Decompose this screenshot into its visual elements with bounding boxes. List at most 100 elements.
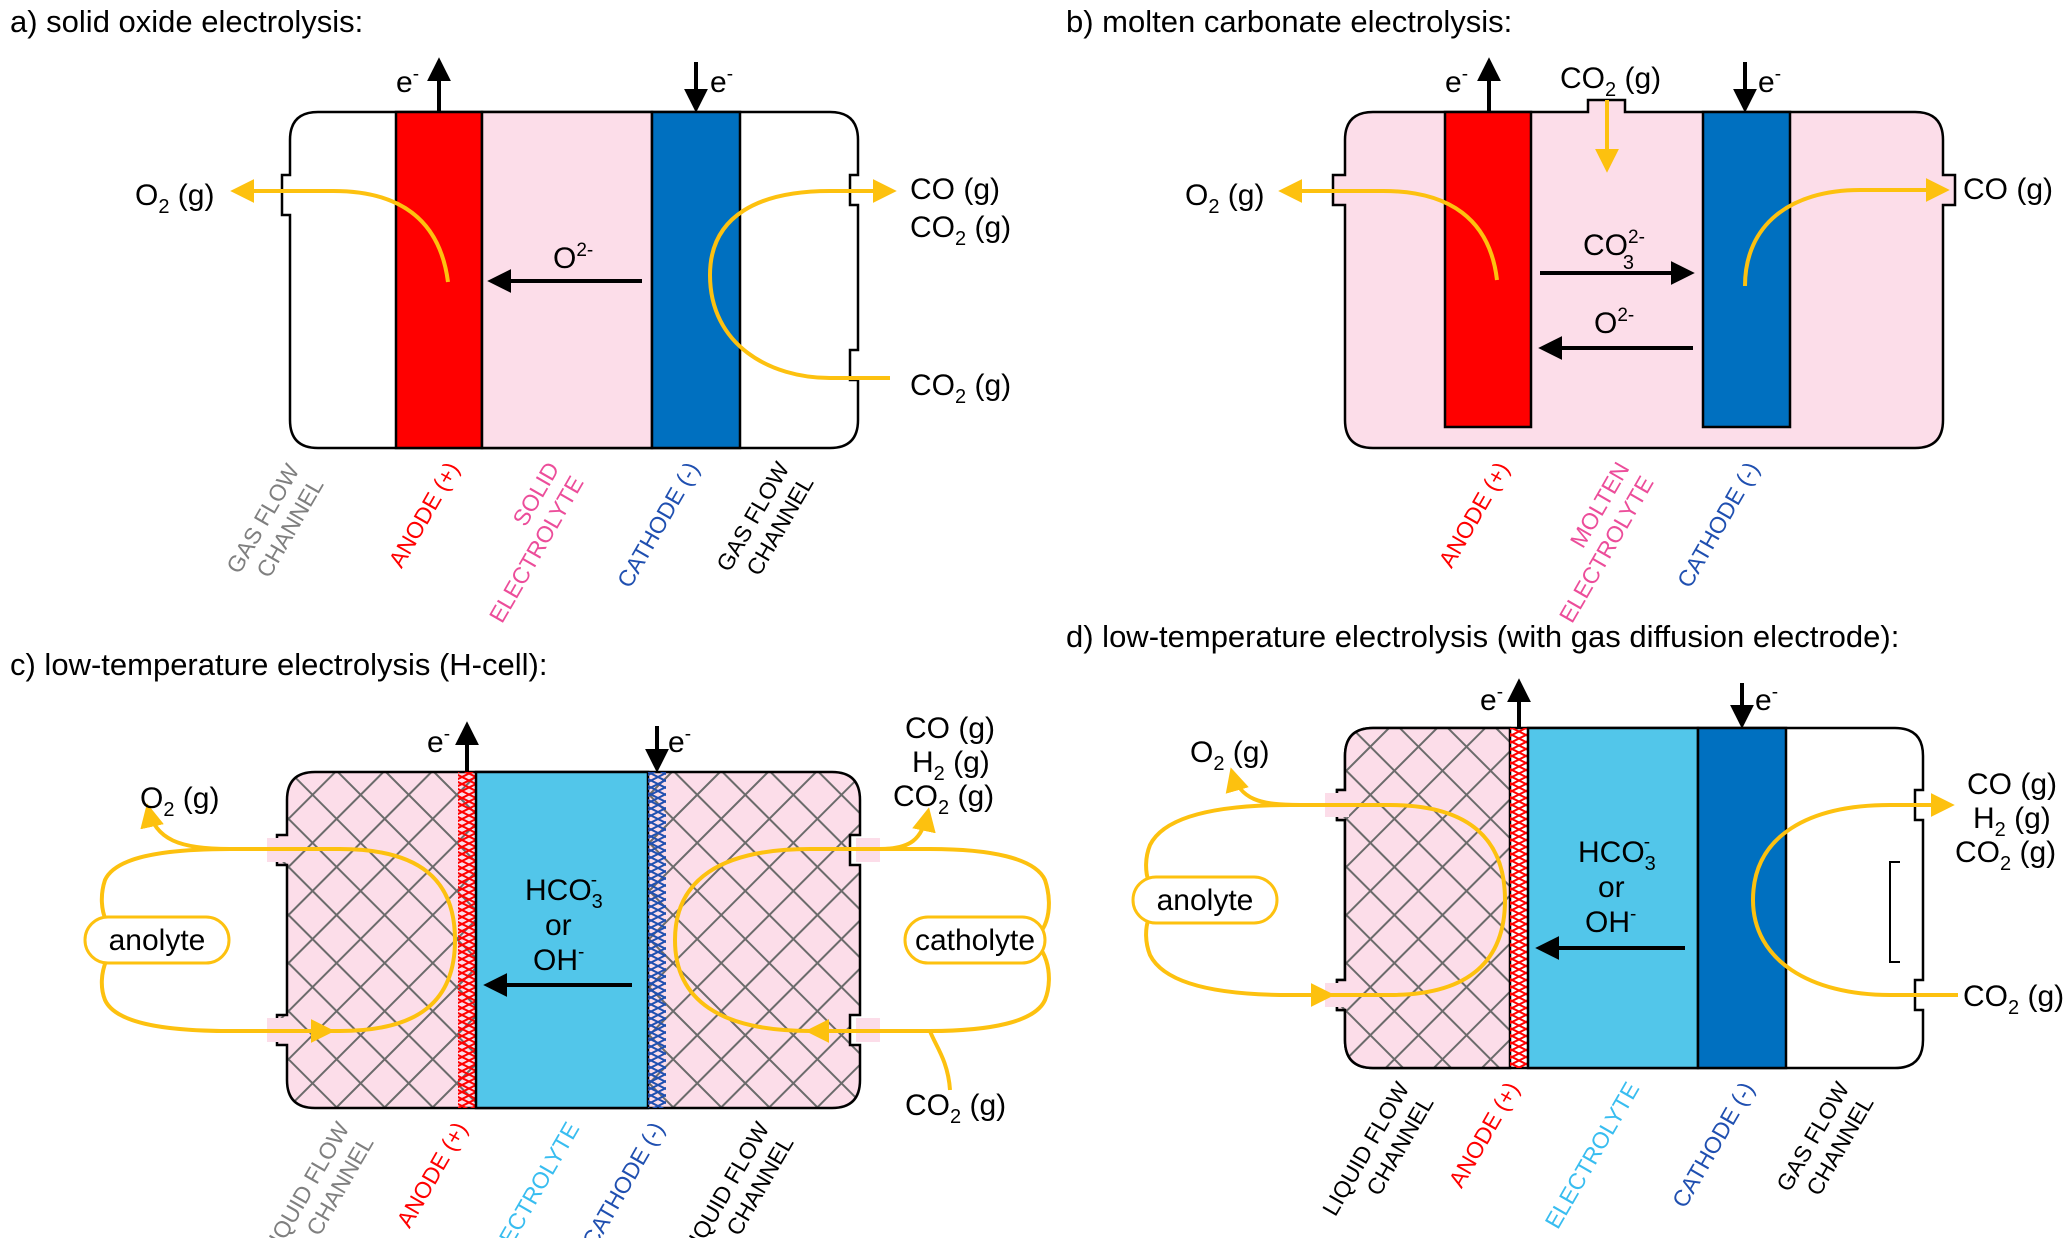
panel-b-o2-flow: [1278, 179, 1499, 281]
panel-b-co-flow: [1743, 178, 1950, 287]
panel-a-electron-in-label: e-: [710, 64, 733, 99]
panel-a-electron-out-label: e-: [396, 64, 419, 99]
panel-d-out-co-label: CO (g): [1967, 768, 2057, 801]
panel-c-in-co2-label: CO2 (g): [905, 1089, 1006, 1128]
panel-d-title: d) low-temperature electrolysis (with ga…: [1066, 619, 1899, 654]
panel-d-or-label: or: [1598, 871, 1625, 904]
panel-d-cathode: [1696, 726, 1788, 1070]
panel-d-anolyte-loop: [1144, 803, 1508, 997]
panel-d-electron-in-label: e-: [1755, 682, 1778, 717]
panel-c-anolyte-pill: [83, 915, 231, 965]
panel-c-electrolyte: [474, 770, 650, 1110]
panel-c-o2-label: O2 (g): [140, 782, 219, 821]
panel-b-anode: [1443, 110, 1533, 429]
panel-d: d) low-temperature electrolysis (with ga…: [1066, 619, 2064, 1233]
svg-text:ANODE (+): ANODE (+): [1433, 458, 1514, 572]
panel-a-co2-flow: [707, 179, 897, 380]
panel-c-caption-anode: ANODE (+): [391, 1118, 472, 1232]
panel-d-anolyte-label: anolyte: [1157, 884, 1254, 917]
panel-c-out-co2-label: CO2 (g): [893, 780, 994, 819]
panel-b-co-label: CO (g): [1963, 173, 2053, 206]
panel-c-caption-electrolyte: ELECTROLYTE: [480, 1118, 585, 1238]
panel-a-co2-in-label: CO2 (g): [910, 369, 1011, 408]
panel-b-o2-label: O2 (g): [1185, 179, 1264, 218]
panel-a-o2-flow: [230, 179, 450, 283]
panel-d-anode: [1510, 728, 1528, 1068]
panel-b-title: b) molten carbonate electrolysis:: [1066, 4, 1512, 39]
svg-text:ELECTROLYTE: ELECTROLYTE: [480, 1118, 585, 1238]
panel-c-or-label: or: [545, 909, 572, 942]
panel-c-oh-label: OH-: [533, 942, 584, 977]
panel-b: b) molten carbonate electrolysis: e- e- …: [1066, 4, 2053, 627]
panel-b-carbonate-label: CO2-3: [1583, 227, 1645, 274]
panel-d-co2-flow: [1750, 793, 1958, 997]
panel-d-out-co2-label: CO2 (g): [1955, 836, 2056, 875]
svg-text:ANODE (+): ANODE (+): [383, 458, 464, 572]
svg-text:CATHODE (-): CATHODE (-): [612, 458, 705, 592]
panel-c-products-flow: [879, 807, 936, 851]
panel-d-anolyte-pill: [1131, 875, 1279, 925]
panel-c-title: c) low-temperature electrolysis (H-cell)…: [10, 647, 547, 682]
panel-b-caption-anode: ANODE (+): [1433, 458, 1514, 572]
panel-a-co-label: CO (g): [910, 173, 1000, 206]
panel-b-caption-cathode: CATHODE (-): [1672, 458, 1765, 592]
svg-text:CATHODE (-): CATHODE (-): [577, 1118, 670, 1238]
panel-a-caption-solid-electrolyte: SOLID ELECTROLYTE: [484, 458, 589, 627]
panel-c-catholyte-label: catholyte: [915, 924, 1035, 957]
panel-d-caption-gas-flow: GAS FLOW CHANNEL: [1771, 1077, 1879, 1199]
panel-d-liquid-channel: [1335, 726, 1512, 1070]
svg-text:ELECTROLYTE: ELECTROLYTE: [1540, 1078, 1645, 1233]
panel-d-electrolyte: [1526, 726, 1700, 1070]
panel-d-caption-liquid-flow: LIQUID FLOW CHANNEL: [1317, 1077, 1439, 1220]
panel-c-out-h2-label: H2 (g): [912, 746, 990, 785]
panel-d-o2-flow: [1225, 767, 1301, 807]
panel-a-anode: [394, 110, 484, 450]
svg-text:ANODE (+): ANODE (+): [1443, 1078, 1524, 1192]
panel-b-caption-molten-electrolyte: MOLTEN ELECTROLYTE: [1554, 458, 1659, 627]
panel-a-caption-cathode: CATHODE (-): [612, 458, 705, 592]
panel-d-in-co2-label: CO2 (g): [1963, 980, 2064, 1019]
panel-c-anolyte-label: anolyte: [109, 924, 206, 957]
panel-a-co2-out-label: CO2 (g): [910, 211, 1011, 250]
panel-a-title: a) solid oxide electrolysis:: [10, 4, 363, 39]
panel-c-catholyte-loop: [672, 847, 1051, 1033]
panel-c-electron-in-label: e-: [668, 724, 691, 759]
panel-a-cathode: [650, 110, 742, 450]
panel-b-electron-in-label: e-: [1758, 64, 1781, 99]
panel-c-electron-out-label: e-: [427, 724, 450, 759]
panel-d-caption-cathode: CATHODE (-): [1667, 1078, 1760, 1212]
panel-a-caption-gas-flow-left: GAS FLOW CHANNEL: [221, 459, 329, 581]
panel-c: c) low-temperature electrolysis (H-cell)…: [10, 647, 1051, 1238]
panel-d-electron-out-label: e-: [1480, 682, 1503, 717]
panel-b-electron-out-label: e-: [1445, 64, 1468, 99]
panel-c-anode: [458, 772, 476, 1108]
panel-a-oxide-ion-label: O2-: [553, 240, 593, 275]
panel-d-out-h2-label: H2 (g): [1973, 802, 2051, 841]
panel-c-o2-flow: [140, 803, 231, 851]
panel-d-gas-bracket: [1889, 861, 1900, 963]
panel-a-o2-label: O2 (g): [135, 179, 214, 218]
panel-c-out-co-label: CO (g): [905, 712, 995, 745]
panel-d-caption-electrolyte: ELECTROLYTE: [1540, 1078, 1645, 1233]
panel-c-cathode: [648, 772, 666, 1108]
panel-c-catholyte-pill: [903, 915, 1047, 965]
panel-b-oxide-label: O2-: [1594, 305, 1634, 340]
panel-c-caption-liquid-flow-left: LIQUID FLOW CHANNEL: [257, 1117, 379, 1238]
panel-c-caption-cathode: CATHODE (-): [577, 1118, 670, 1238]
panel-c-anolyte-loop: [99, 847, 458, 1033]
panel-c-caption-liquid-flow-right: LIQUID FLOW CHANNEL: [677, 1117, 799, 1238]
svg-text:CATHODE (-): CATHODE (-): [1672, 458, 1765, 592]
panel-d-oh-label: OH-: [1585, 904, 1636, 939]
panel-c-hco3-label: HCO3-: [525, 870, 603, 913]
svg-text:CATHODE (-): CATHODE (-): [1667, 1078, 1760, 1212]
panel-a-caption-anode: ANODE (+): [383, 458, 464, 572]
panel-a: a) solid oxide electrolysis: e- e- O2- O…: [10, 4, 1011, 627]
panel-b-co2-in-label: CO2 (g): [1560, 62, 1661, 101]
svg-text:ANODE (+): ANODE (+): [391, 1118, 472, 1232]
panel-d-o2-label: O2 (g): [1190, 736, 1269, 775]
panel-c-co2-in-flow: [928, 1030, 952, 1091]
panel-d-hco3-label: HCO3-: [1578, 832, 1656, 875]
panel-d-caption-anode: ANODE (+): [1443, 1078, 1524, 1192]
panel-a-caption-gas-flow-right: GAS FLOW CHANNEL: [711, 457, 819, 579]
